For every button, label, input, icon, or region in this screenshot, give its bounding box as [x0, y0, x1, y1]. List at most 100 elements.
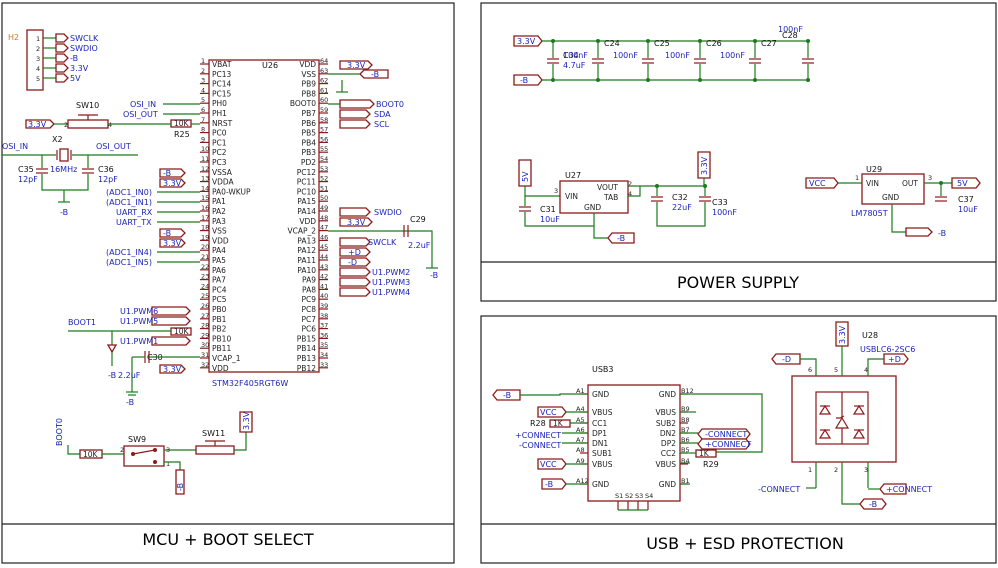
- usb-vcc-bottom: VCC: [540, 460, 557, 469]
- usb-pconnect-left: +CONNECT: [515, 431, 561, 440]
- mcu-pin-name: PA0-WKUP: [212, 187, 251, 196]
- usb-pin-name: GND: [659, 390, 676, 399]
- mcu-pin-num: 54: [320, 155, 328, 163]
- mcu-pin-name: PA6: [212, 266, 226, 275]
- svg-text:3: 3: [554, 187, 558, 195]
- header-net-label: 3.3V: [70, 64, 89, 73]
- vdd48-flag: 3.3V: [339, 217, 373, 227]
- mcu-pin-name: VDD: [212, 236, 229, 245]
- regulator-u27: 5V U27 VIN VOUT TAB GND 3 2 4 C31 10uF -…: [518, 151, 737, 244]
- pwm5-flag: U1.PWM5: [120, 316, 191, 326]
- u29-ref: U29: [866, 165, 882, 174]
- c31-ref: C31: [540, 205, 556, 214]
- mcu-part: STM32F405RGT6W: [212, 379, 288, 388]
- net-adc1-in4: (ADC1_IN4): [106, 248, 152, 257]
- usb-pin-num: B7: [681, 426, 690, 434]
- esd-part: USBLC6-2SC6: [860, 345, 915, 354]
- mcu-pin-name: VCAP_2: [287, 227, 316, 236]
- header-pin-num: 1: [36, 35, 40, 43]
- svg-text:4: 4: [628, 190, 632, 198]
- boot1-gnd: -B: [108, 371, 116, 380]
- sw9-gnd: -B: [176, 483, 185, 491]
- c35-value: 12pF: [18, 175, 38, 184]
- net-scl: SCL: [374, 120, 390, 129]
- mcu-pin-num: 58: [320, 116, 328, 124]
- decoupling-caps: C344.7uFC24100nFC25100nFC26100nFC27100nF…: [547, 25, 814, 82]
- mcu-pin-num: 13: [201, 175, 209, 183]
- header-net-label: -B: [70, 54, 78, 63]
- usb-pin-name: GND: [592, 480, 609, 489]
- usb-pin-num: A1: [576, 387, 585, 395]
- u27-gnd: GND: [584, 203, 601, 212]
- mcu-right-nets: 3.3V -B BOOT0 SDA SCL SWDIO C29 2.2uF -B…: [328, 60, 438, 297]
- c37-ref: C37: [958, 195, 974, 204]
- sw10-switch: 3.3V SW10 2 4: [25, 101, 171, 129]
- mcu-pin-num: 64: [320, 57, 328, 65]
- esd-diode-array: [815, 391, 869, 445]
- usb-pin-name: DP1: [592, 429, 607, 438]
- usb-pin-name: SUB1: [592, 449, 612, 458]
- usb-section-title: USB + ESD PROTECTION: [646, 534, 844, 553]
- svg-text:3.3V: 3.3V: [347, 218, 366, 227]
- header-pin-num: 3: [36, 55, 40, 63]
- mcu-pin-name: PA5: [212, 256, 226, 265]
- svg-text:-B: -B: [163, 169, 171, 178]
- u29-out-net: 5V: [957, 179, 968, 188]
- mcu-pin-num: 36: [320, 331, 328, 339]
- mcu-pin-name: BOOT0: [290, 99, 316, 108]
- mcu-pin-name: PA13: [297, 236, 316, 245]
- mcu-pin-num: 60: [320, 96, 328, 104]
- usb-mconnect-left: -CONNECT: [519, 441, 561, 450]
- header-net-label: SWCLK: [70, 34, 99, 43]
- mcu-pin-name: PH1: [212, 109, 227, 118]
- decoupling-cap-value: 100nF: [665, 51, 690, 60]
- mcu-pin-name: PA1: [212, 197, 226, 206]
- mcu-pin-num: 29: [201, 331, 209, 339]
- mcu-pin-name: PC15: [212, 89, 232, 98]
- u29-gnd-flag: -B: [938, 229, 946, 238]
- usb-vcc-top: VCC: [540, 408, 557, 417]
- mcu-pin-num: 22: [201, 263, 209, 271]
- mcu-pin-name: VSS: [212, 227, 227, 236]
- usb-pin-num: A5: [576, 416, 585, 424]
- header-pin-num: 5: [36, 75, 40, 83]
- header-net-label: 5V: [70, 74, 81, 83]
- usb-right-pins: B12GNDB9VBUSB8SUB2B7DN2B6DP2B5CC2B4VBUSB…: [655, 387, 693, 489]
- mcu-pin-num: 39: [320, 302, 328, 310]
- mcu-pin-num: 40: [320, 292, 328, 300]
- mcu-pin-name: PA4: [212, 246, 226, 255]
- esd-d-minus: -D: [782, 355, 791, 364]
- r29-value: 1K: [699, 449, 710, 458]
- mcu-pin-name: PB9: [302, 80, 317, 89]
- mcu-pin-name: PB0: [212, 305, 227, 314]
- usb-shield-pin: S1: [615, 492, 623, 500]
- net-d-plus: +D: [348, 248, 361, 257]
- mcu-pin-num: 6: [201, 106, 205, 114]
- net-pwm3: U1.PWM3: [372, 278, 410, 287]
- header-pin-num: 4: [36, 65, 40, 73]
- mcu-pin-name: PB3: [302, 148, 317, 157]
- mcu-pin-num: 34: [320, 351, 328, 359]
- usb-frame: USB + ESD PROTECTION: [480, 315, 997, 564]
- usb-pin-num: A9: [576, 457, 585, 465]
- mcu-pin-num: 15: [201, 194, 209, 202]
- mcu-pin-num: 46: [320, 233, 328, 241]
- esd-rail: 3.3V: [838, 325, 847, 344]
- vdd32-flag: 3.3V: [159, 364, 186, 374]
- mcu-pin-name: VBAT: [212, 60, 232, 69]
- mcu-pin-num: 44: [320, 253, 328, 261]
- svg-text:2: 2: [64, 121, 68, 129]
- mcu-pin-name: VDD: [299, 60, 316, 69]
- usb-pin-name: SUB2: [656, 419, 676, 428]
- svg-text:2: 2: [834, 466, 838, 474]
- mcu-pin-name: PC11: [297, 178, 317, 187]
- usb-pin-num: A4: [576, 405, 585, 413]
- mcu-pin-num: 41: [320, 282, 328, 290]
- mcu-pin-name: PB6: [302, 119, 317, 128]
- r28-ref: R28: [530, 419, 546, 428]
- usb-pin-name: DN2: [660, 429, 676, 438]
- esd-pconnect: +CONNECT: [886, 485, 932, 494]
- usb-pin-num: B12: [681, 387, 694, 395]
